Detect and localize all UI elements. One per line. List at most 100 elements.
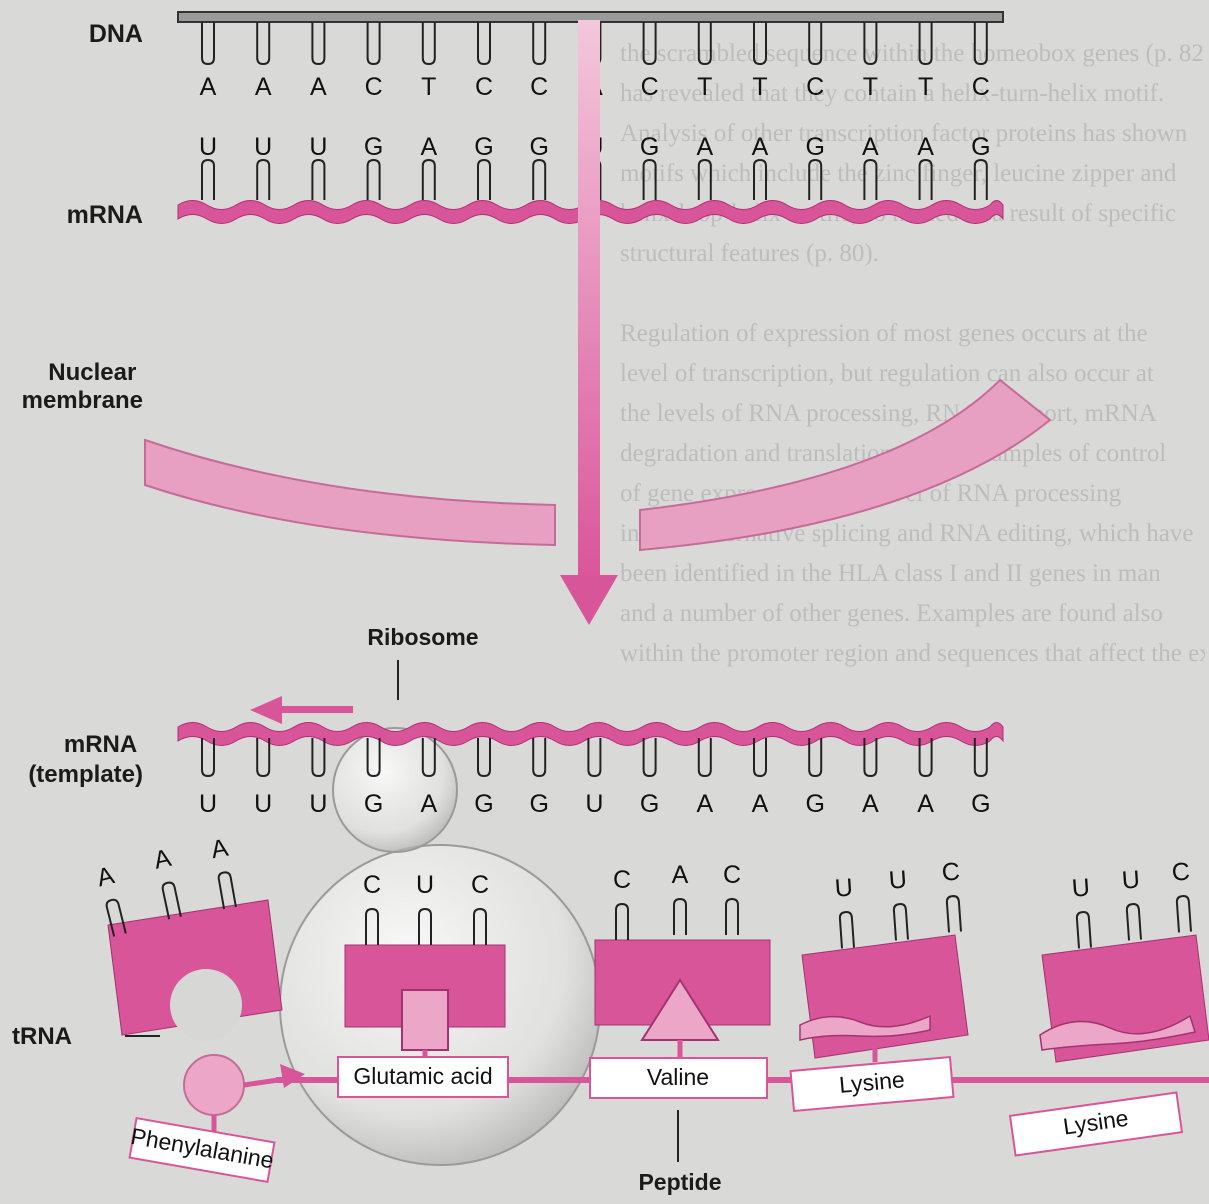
base-letter: A <box>255 73 272 101</box>
base-letter: A <box>862 133 879 161</box>
base-letter: G <box>640 133 659 161</box>
base-letter: G <box>474 133 493 161</box>
base-letter: U <box>254 790 272 818</box>
base-letter: G <box>640 790 659 818</box>
anticodon-letter: U <box>1071 874 1091 903</box>
base-tooth <box>368 22 380 64</box>
trna-lysine-1: UUC <box>800 858 968 1062</box>
base-letter: A <box>752 133 769 161</box>
base-letter: G <box>364 790 383 818</box>
base-letter: U <box>199 133 217 161</box>
anticodon-base <box>1127 904 1141 941</box>
base-letter: A <box>752 790 769 818</box>
base-letter: A <box>696 790 713 818</box>
trna-label: tRNA <box>12 1023 72 1050</box>
base-tooth <box>975 160 987 200</box>
anticodon-letter: A <box>672 861 689 889</box>
amino-glutamic-acid-label: Glutamic acid <box>353 1063 492 1089</box>
anticodon-base <box>840 912 854 949</box>
base-tooth <box>644 738 656 776</box>
base-letter: C <box>806 73 824 101</box>
amino-lysine-1-box: Lysine <box>791 1057 954 1111</box>
base-letter: G <box>971 790 990 818</box>
anticodon-letter: U <box>1121 866 1141 895</box>
base-tooth <box>616 904 628 940</box>
base-letter: U <box>309 133 327 161</box>
base-tooth <box>754 22 766 64</box>
export-arrow <box>560 20 618 625</box>
anticodon-letter: U <box>416 871 434 899</box>
anticodon-letter: C <box>363 871 381 899</box>
amino-valine-label: Valine <box>647 1064 709 1090</box>
base-tooth <box>257 738 269 776</box>
anticodon-letter: U <box>834 874 854 903</box>
anticodon-letter: C <box>723 861 741 889</box>
base-tooth <box>864 22 876 64</box>
base-tooth <box>533 22 545 64</box>
base-letter: T <box>752 73 767 101</box>
base-letter: C <box>641 73 659 101</box>
base-letter: C <box>475 73 493 101</box>
anticodon-base <box>616 904 628 940</box>
base-letter: T <box>863 73 878 101</box>
mrna-template-strand: UUUGAGGUGAAGAAG <box>178 723 1003 819</box>
base-tooth <box>588 738 600 776</box>
base-tooth <box>975 22 987 64</box>
base-tooth <box>644 22 656 64</box>
base-tooth <box>478 22 490 64</box>
base-letter: T <box>918 73 933 101</box>
anticodon-letter: U <box>888 866 908 895</box>
base-tooth <box>1127 904 1141 941</box>
base-letter: A <box>862 790 879 818</box>
anticodon-letter: C <box>941 858 961 887</box>
base-tooth <box>368 160 380 200</box>
base-letter: C <box>530 73 548 101</box>
base-letter: A <box>420 133 437 161</box>
base-tooth <box>257 160 269 200</box>
base-tooth <box>312 738 324 776</box>
peptide-label: Peptide <box>638 1169 721 1195</box>
base-letter: G <box>805 133 824 161</box>
base-tooth <box>894 904 908 941</box>
anticodon-base <box>947 896 961 933</box>
base-letter: G <box>364 133 383 161</box>
base-letter: T <box>421 73 436 101</box>
base-tooth <box>947 896 961 933</box>
anticodon-letter: A <box>151 844 173 875</box>
dna-label: DNA <box>89 20 143 48</box>
direction-arrow <box>250 696 353 724</box>
base-tooth <box>423 160 435 200</box>
base-letter: C <box>972 73 990 101</box>
base-letter: A <box>917 790 934 818</box>
mrna-label: mRNA <box>67 201 143 229</box>
base-tooth <box>699 22 711 64</box>
amino-glutamic-acid-box: Glutamic acid <box>338 1057 508 1097</box>
anticodon-letter: C <box>613 866 631 894</box>
base-tooth <box>202 22 214 64</box>
base-tooth <box>754 160 766 200</box>
base-letter: C <box>365 73 383 101</box>
base-tooth <box>218 872 236 910</box>
amino-phenylalanine-box: Phenylalanine <box>129 1118 276 1182</box>
base-tooth <box>533 160 545 200</box>
base-tooth <box>809 160 821 200</box>
base-tooth <box>864 160 876 200</box>
base-tooth <box>699 738 711 776</box>
base-tooth <box>699 160 711 200</box>
base-tooth <box>920 160 932 200</box>
base-letter: G <box>805 790 824 818</box>
anticodon-base <box>1177 896 1191 933</box>
amino-lysine-2-box: Lysine <box>1010 1093 1182 1156</box>
anticodon-letter: A <box>94 861 117 892</box>
base-tooth <box>840 912 854 949</box>
base-letter: G <box>529 790 548 818</box>
base-tooth <box>478 160 490 200</box>
base-letter: G <box>474 790 493 818</box>
base-tooth <box>312 22 324 64</box>
base-letter: G <box>971 133 990 161</box>
nuclear-membrane-label: Nuclear membrane <box>22 359 143 414</box>
anticodon-base <box>894 904 908 941</box>
